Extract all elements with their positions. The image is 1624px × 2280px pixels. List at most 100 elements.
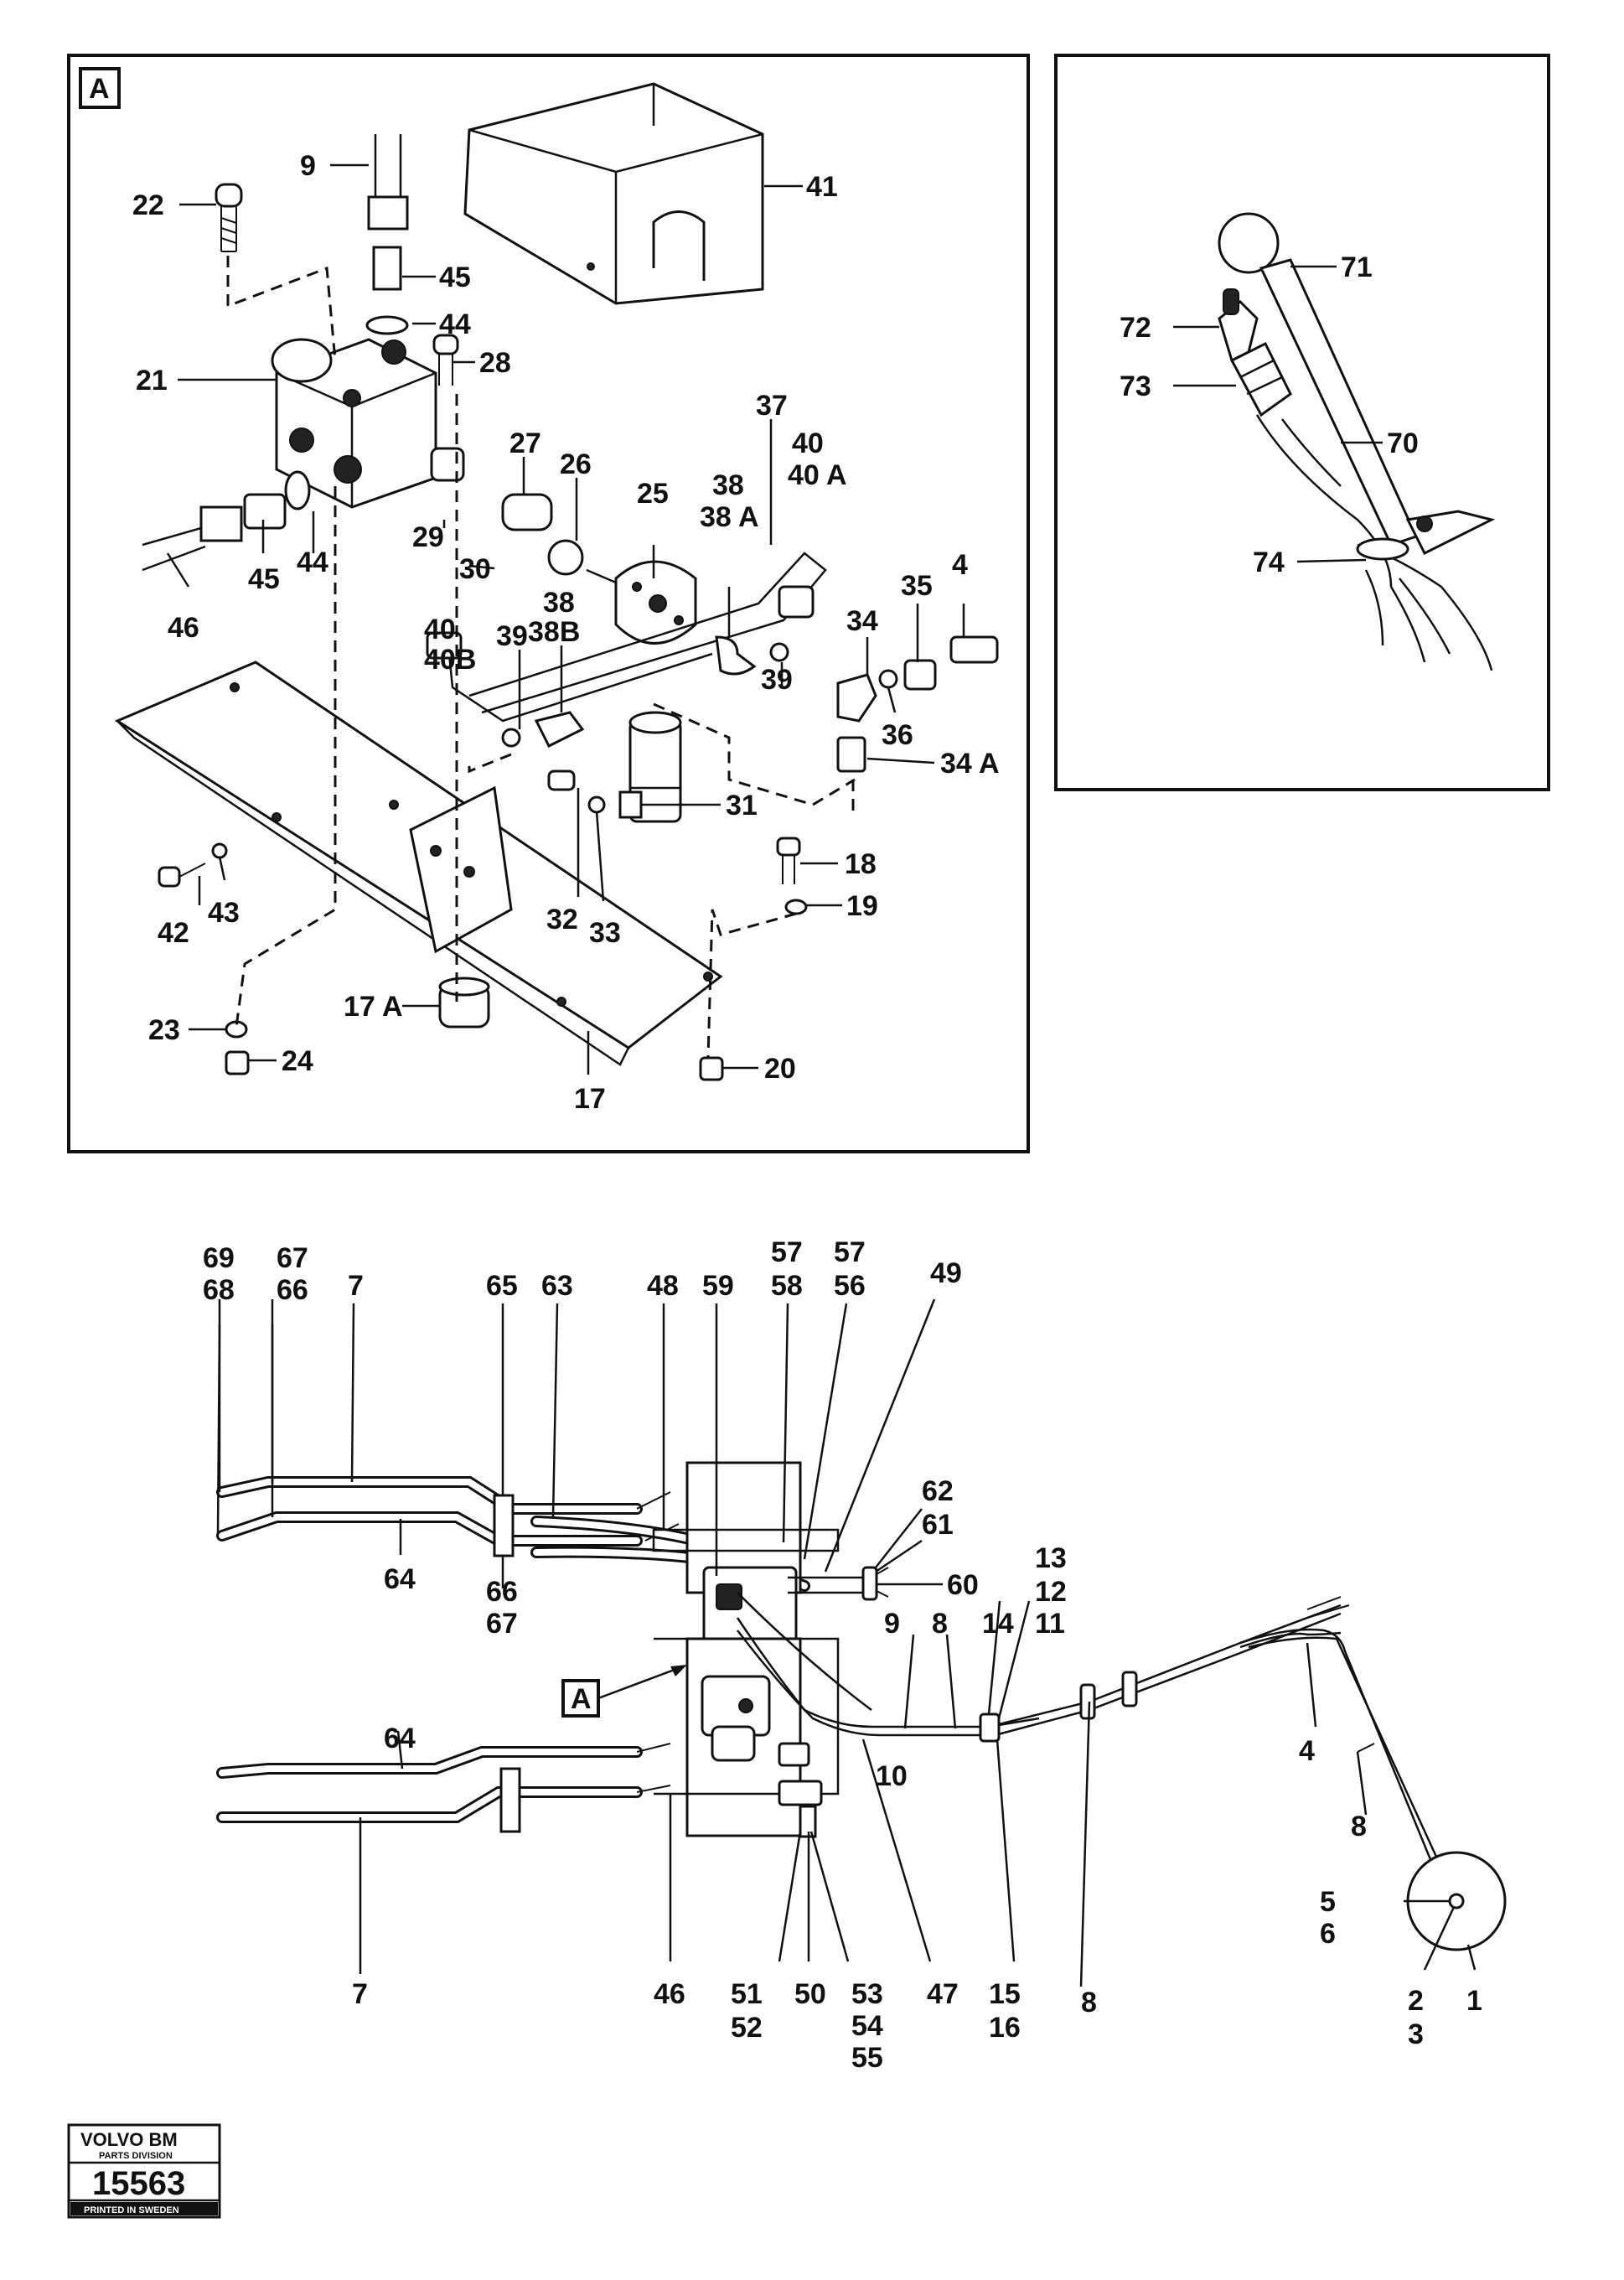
label-31: 31 — [726, 790, 758, 821]
hose-bundle-lower — [216, 1743, 671, 1833]
valve-block-21 — [271, 338, 465, 509]
spacer-17a — [438, 977, 490, 1029]
label-57-b: 57 — [834, 1236, 866, 1268]
label-55: 55 — [851, 2042, 883, 2074]
label-62: 62 — [922, 1475, 954, 1507]
actuator-25-assembly — [501, 493, 697, 645]
label-40a: 40 A — [788, 459, 847, 491]
label-42: 42 — [158, 917, 189, 949]
lever-knob-71 — [1218, 212, 1280, 274]
detail-a-marker-box — [79, 67, 121, 109]
label-71: 71 — [1341, 251, 1373, 283]
label-38-top: 38 — [712, 469, 744, 501]
cover-41 — [463, 82, 764, 305]
detail-dashed-guides — [226, 256, 856, 1059]
label-73: 73 — [1120, 370, 1151, 402]
valve-plate-lower — [654, 1637, 840, 1838]
stamp-footer: PRINTED IN SWEDEN — [84, 2205, 179, 2215]
label-38b: 38B — [528, 616, 580, 648]
label-58: 58 — [771, 1270, 803, 1302]
label-4-detail: 4 — [952, 549, 968, 581]
label-13: 13 — [1035, 1542, 1067, 1574]
label-64-bottom: 64 — [384, 1723, 416, 1754]
label-37: 37 — [756, 390, 788, 422]
bolt-32 — [547, 770, 606, 814]
clamp-60 — [788, 1566, 889, 1601]
label-44-left: 44 — [297, 547, 328, 578]
label-52: 52 — [731, 2012, 763, 2044]
label-14: 14 — [982, 1608, 1014, 1640]
cylinder-31 — [618, 711, 682, 823]
stamp-number: 15563 — [92, 2165, 185, 2202]
lever-frame — [1054, 54, 1550, 791]
label-43: 43 — [208, 897, 240, 929]
label-54: 54 — [851, 2010, 883, 2042]
pipe-37 — [468, 552, 827, 714]
label-19: 19 — [846, 890, 878, 922]
volvo-bm-stamp: VOLVO BM PARTS DIVISION 15563 PRINTED IN… — [67, 2123, 221, 2219]
label-11: 11 — [1035, 1608, 1065, 1640]
label-41: 41 — [806, 171, 838, 203]
fitting-45-44-left — [142, 470, 311, 572]
label-27: 27 — [509, 428, 541, 459]
callout-a-marker: A — [571, 1683, 592, 1715]
hose-9-assembly — [365, 134, 409, 335]
overview-leaders — [216, 1298, 1477, 1987]
label-66-mid: 66 — [486, 1576, 518, 1608]
label-56: 56 — [834, 1270, 866, 1302]
label-34: 34 — [846, 605, 878, 637]
label-51: 51 — [731, 1978, 763, 2010]
bracket-17 — [114, 661, 723, 1066]
label-39-left: 39 — [496, 620, 528, 652]
nut-40b — [426, 631, 463, 660]
label-57-a: 57 — [771, 1236, 803, 1268]
label-50: 50 — [794, 1978, 826, 2010]
label-8-bottom: 8 — [1081, 1987, 1097, 2018]
label-18: 18 — [845, 848, 877, 880]
label-15: 15 — [989, 1978, 1021, 2010]
label-46-overview: 46 — [654, 1978, 685, 2010]
label-23: 23 — [148, 1014, 180, 1046]
label-36: 36 — [882, 719, 913, 751]
fitting-34-35-36 — [836, 635, 999, 773]
label-44-top: 44 — [439, 308, 471, 340]
label-68: 68 — [203, 1274, 235, 1306]
label-5: 5 — [1320, 1886, 1336, 1918]
label-9-detail: 9 — [300, 150, 316, 182]
detail-a-frame — [67, 54, 1030, 1153]
label-1: 1 — [1466, 1985, 1482, 2017]
label-40b: 40B — [424, 644, 476, 676]
label-30: 30 — [459, 553, 491, 585]
label-66-top: 66 — [277, 1274, 308, 1306]
label-3: 3 — [1408, 2018, 1424, 2050]
label-22: 22 — [132, 189, 164, 221]
label-7-bottom: 7 — [352, 1978, 368, 2010]
label-47: 47 — [927, 1978, 959, 2010]
label-70: 70 — [1387, 428, 1419, 459]
label-59: 59 — [702, 1270, 734, 1302]
label-24: 24 — [282, 1045, 313, 1077]
label-26: 26 — [560, 448, 592, 480]
label-53: 53 — [851, 1978, 883, 2010]
label-61: 61 — [922, 1509, 954, 1541]
label-8-top: 8 — [932, 1608, 948, 1640]
elbow-38a — [715, 635, 789, 676]
label-8-right: 8 — [1351, 1811, 1367, 1842]
label-48: 48 — [647, 1270, 679, 1302]
label-38-left: 38 — [543, 587, 575, 619]
label-21: 21 — [136, 365, 168, 396]
label-65: 65 — [486, 1270, 518, 1302]
stamp-brand: VOLVO BM — [80, 2129, 178, 2150]
label-60: 60 — [947, 1569, 979, 1601]
label-6: 6 — [1320, 1918, 1336, 1950]
overview-assembly: A — [203, 1236, 1507, 2074]
detail-a-panel: A — [67, 54, 1030, 1153]
label-29: 29 — [412, 521, 444, 553]
control-lever-70 — [1218, 212, 1496, 671]
label-69: 69 — [203, 1242, 235, 1274]
pipe-40b — [447, 645, 713, 723]
elbow-38b — [501, 711, 585, 749]
label-2: 2 — [1408, 1985, 1424, 2017]
label-9-overview: 9 — [884, 1608, 900, 1640]
